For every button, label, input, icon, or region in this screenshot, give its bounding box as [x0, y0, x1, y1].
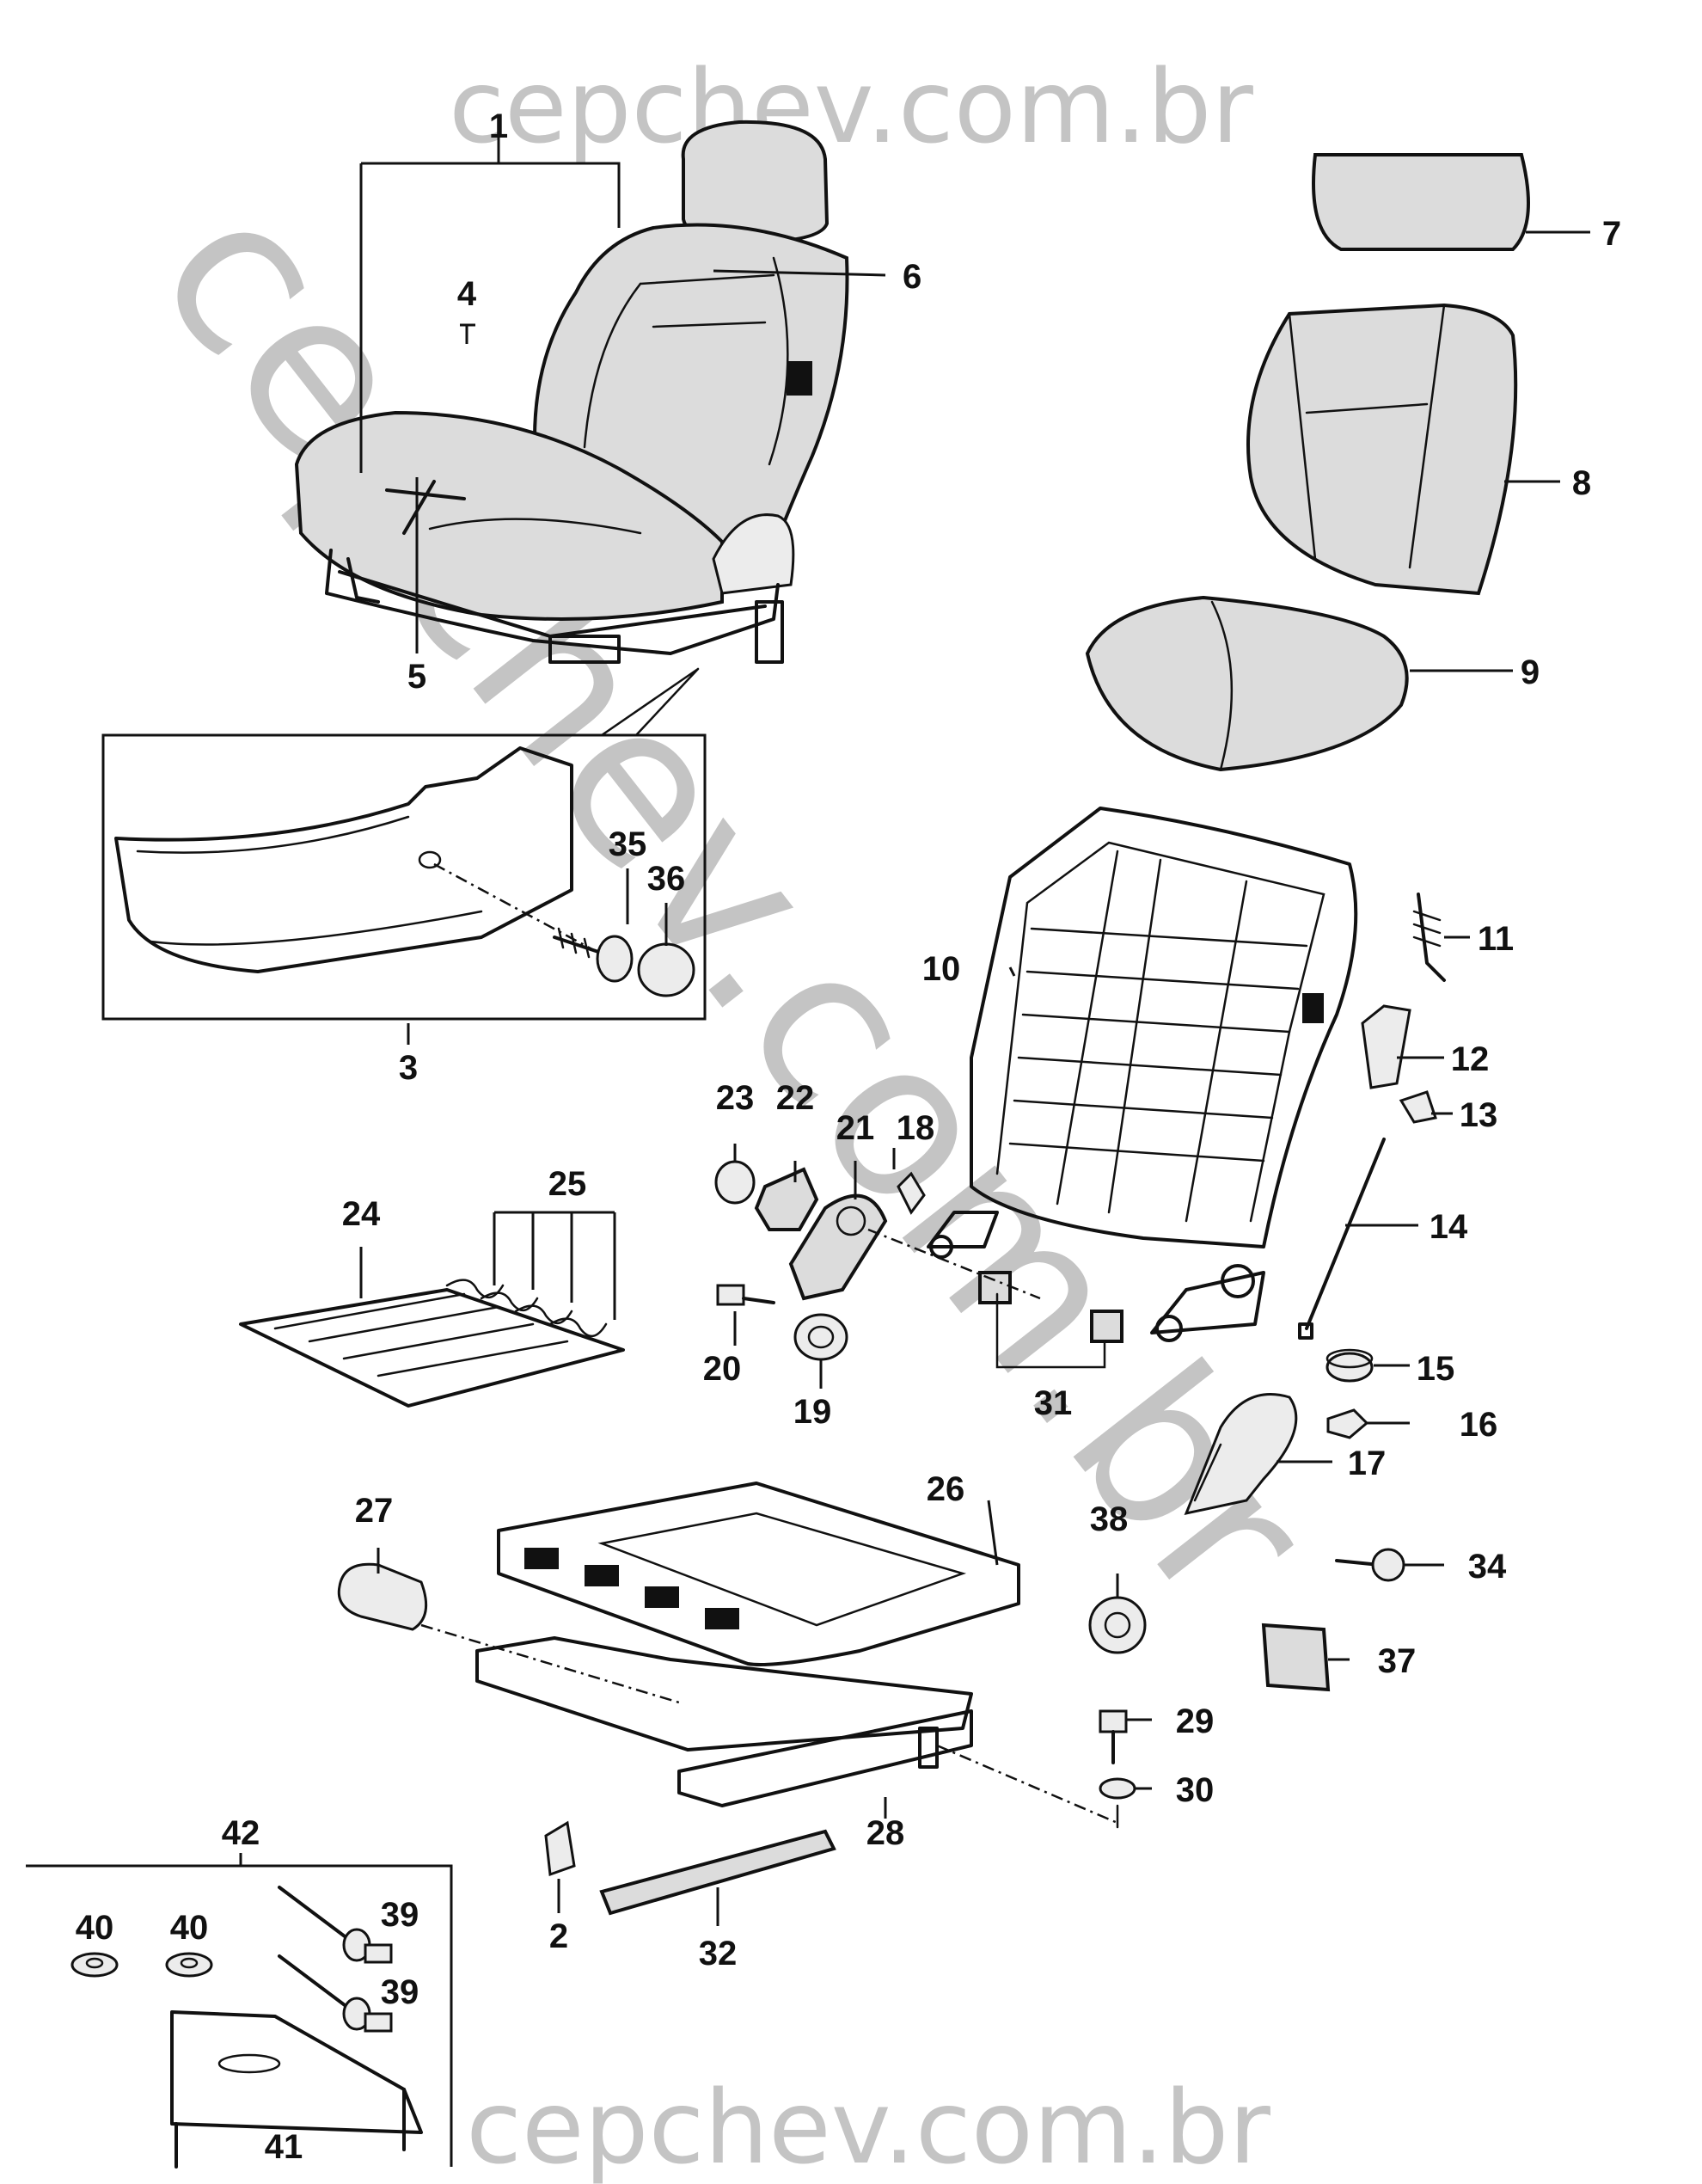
side-trim-panel [114, 746, 573, 973]
callout-6: 6 [903, 258, 921, 296]
backrest-frame-part10 [927, 807, 1358, 1342]
trim-screw-part35 [553, 927, 634, 983]
callout-7: 7 [1602, 215, 1621, 253]
detail-pointer-lines [600, 667, 700, 737]
callout-23: 23 [716, 1079, 755, 1117]
bushing-part19 [793, 1313, 848, 1361]
callout-1: 1 [489, 107, 508, 145]
seat-rail-part28 [475, 1636, 973, 1807]
callout-19: 19 [793, 1393, 832, 1431]
springs-part25 [445, 1211, 616, 1337]
hardware-box [26, 1864, 453, 2167]
rail-bolt-axis [936, 1744, 1118, 1825]
callout-39b: 39 [381, 1973, 419, 2011]
clip-part18 [897, 1171, 926, 1215]
callout-34: 34 [1468, 1548, 1507, 1586]
backrest-cover-part8 [1246, 303, 1518, 596]
bracket-part41 [170, 2010, 423, 2169]
callout-42: 42 [222, 1814, 260, 1852]
callout-9: 9 [1521, 653, 1540, 691]
callout-18: 18 [897, 1109, 935, 1147]
callout-14: 14 [1430, 1208, 1468, 1246]
retainer-part38 [1088, 1596, 1147, 1654]
spring-part11 [1412, 893, 1446, 982]
callout-22: 22 [776, 1079, 815, 1117]
callout-13: 13 [1460, 1096, 1498, 1134]
leader-lines [239, 138, 1590, 1926]
callout-40a: 40 [76, 1909, 114, 1947]
callout-28: 28 [866, 1814, 905, 1852]
callout-2: 2 [549, 1917, 568, 1955]
washer-part30 [1099, 1777, 1136, 1800]
callout-32: 32 [699, 1935, 738, 1972]
callout-27: 27 [355, 1492, 394, 1530]
cable-rod-part14 [1298, 1138, 1386, 1340]
callout-8: 8 [1572, 464, 1591, 502]
strip-part32 [599, 1829, 836, 1916]
callout-37: 37 [1378, 1642, 1417, 1680]
bushing-part15 [1325, 1348, 1374, 1383]
nut-part16 [1326, 1408, 1369, 1439]
callout-40b: 40 [170, 1909, 209, 1947]
callout-16: 16 [1460, 1406, 1498, 1444]
callout-41: 41 [265, 2128, 303, 2166]
washer-part40a [70, 1952, 119, 1978]
callout-29: 29 [1176, 1702, 1215, 1740]
seat-mat-part24 [239, 1288, 625, 1408]
rivet-part39a [278, 1886, 393, 1964]
handwheel-part22 [754, 1167, 819, 1231]
part31-bracket [995, 1292, 1106, 1369]
callout-35: 35 [609, 825, 647, 863]
callout-21: 21 [836, 1109, 875, 1147]
pad-part37 [1261, 1623, 1331, 1692]
cushion-cover-part9 [1085, 595, 1409, 772]
callout-3: 3 [399, 1049, 418, 1087]
callout-11: 11 [1478, 920, 1514, 958]
recliner-axis [867, 1228, 1041, 1300]
trim-detail-box [101, 733, 707, 1021]
seat-frame-part26 [497, 1482, 1020, 1666]
callout-30: 30 [1176, 1771, 1215, 1809]
callout-12: 12 [1451, 1040, 1490, 1078]
callout-5: 5 [407, 658, 426, 696]
callout-26: 26 [927, 1470, 965, 1508]
headrest-cover-part7 [1312, 153, 1530, 251]
callout-39a: 39 [381, 1896, 419, 1934]
spacer-part31a [978, 1271, 1012, 1304]
bolt-part20 [716, 1284, 775, 1306]
watermark-top: cepchev.com.br [449, 47, 1253, 166]
clip-part2 [544, 1820, 576, 1877]
armrest-trim-part27 [337, 1562, 428, 1631]
callout-24: 24 [342, 1195, 381, 1233]
spacer-part31b [1090, 1310, 1123, 1343]
washer-part40b [165, 1952, 213, 1978]
trim27-axis [420, 1623, 680, 1704]
trim-cap-part36 [637, 942, 695, 997]
watermark-bottom: cepchev.com.br [466, 2068, 1270, 2184]
release-lever-part12 [1361, 1004, 1411, 1089]
callout-20: 20 [703, 1350, 742, 1388]
rivet-part39b [278, 1954, 393, 2033]
callout-15: 15 [1417, 1350, 1455, 1388]
callout-36: 36 [647, 860, 686, 898]
screw-part34 [1335, 1548, 1405, 1582]
knob-part13 [1399, 1090, 1437, 1124]
callout-labels: 1 2 3 4 5 6 7 8 9 10 11 12 13 14 15 16 1… [76, 107, 1621, 2166]
trim-fastener-axis [433, 862, 603, 956]
callout-38: 38 [1090, 1500, 1129, 1538]
callout-17: 17 [1348, 1445, 1387, 1482]
callout-25: 25 [548, 1165, 587, 1203]
callout-31: 31 [1034, 1384, 1073, 1422]
bushing-part23 [714, 1160, 756, 1205]
callout-4: 4 [457, 275, 477, 313]
bolt-part29 [1099, 1709, 1128, 1764]
callout-10: 10 [922, 950, 961, 988]
complete-seat-assembly [294, 120, 849, 664]
